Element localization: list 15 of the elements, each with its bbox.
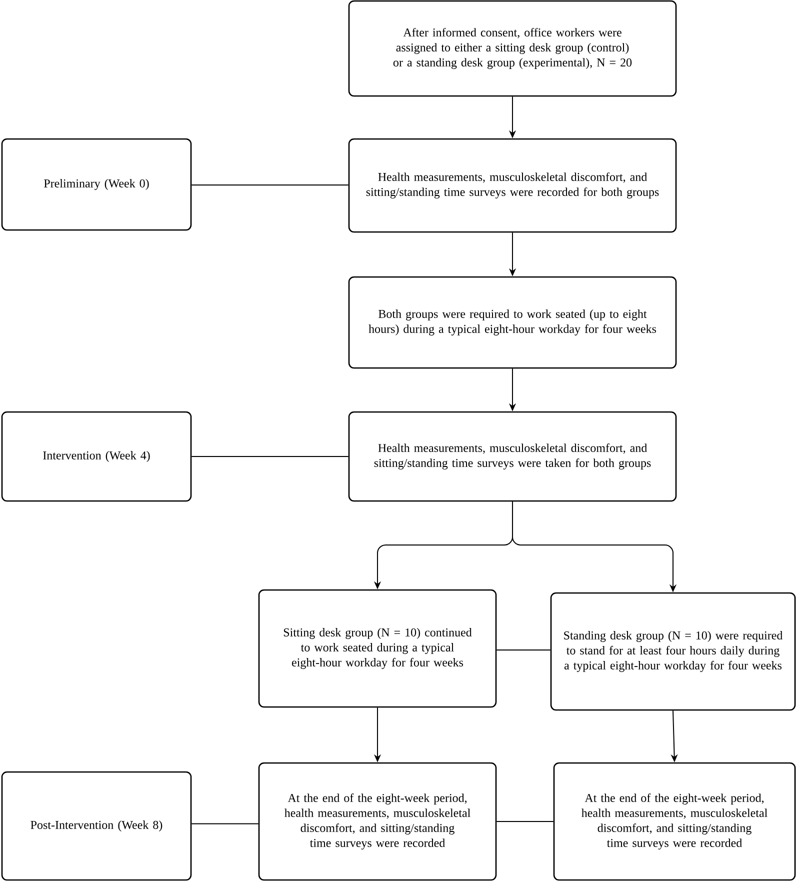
process-box: At the end of the eight-week period, health measurements, musculoskeletal discomfort, and sitting/standing time surveys were recorded xyxy=(553,762,796,881)
process-box: Sitting desk group (N = 10) continued to work seated during a typical eight-hour workday for four weeks xyxy=(258,589,497,708)
process-box: Standing desk group (N = 10) were required to stand for at least four hours daily during a typical eight-hour workday for four weeks xyxy=(550,592,796,711)
phase-box: Intervention (Week 4) xyxy=(1,411,192,502)
process-box: Both groups were required to work seated (up to eight hours) during a typical eight-hour workday for four weeks xyxy=(348,276,677,369)
process-box: After informed consent, office workers were assigned to either a sitting desk group (control) or a standing desk group (experimental), N = 20 xyxy=(348,0,677,97)
connector-line xyxy=(496,821,554,822)
connector-line xyxy=(191,456,349,457)
process-box: At the end of the eight-week period, health measurements, musculoskeletal discomfort, and sitting/standing time surveys were recorded xyxy=(258,762,497,881)
phase-box: Preliminary (Week 0) xyxy=(1,138,192,231)
process-box: Health measurements, musculoskeletal discomfort, and sitting/standing time surveys were recorded for both groups xyxy=(348,138,677,233)
phase-box: Post-Intervention (Week 8) xyxy=(1,771,192,881)
process-box: Health measurements, musculoskeletal discomfort, and sitting/standing time surveys were taken for both groups xyxy=(348,411,677,502)
connector-line xyxy=(191,184,349,186)
connector-line xyxy=(191,823,259,824)
